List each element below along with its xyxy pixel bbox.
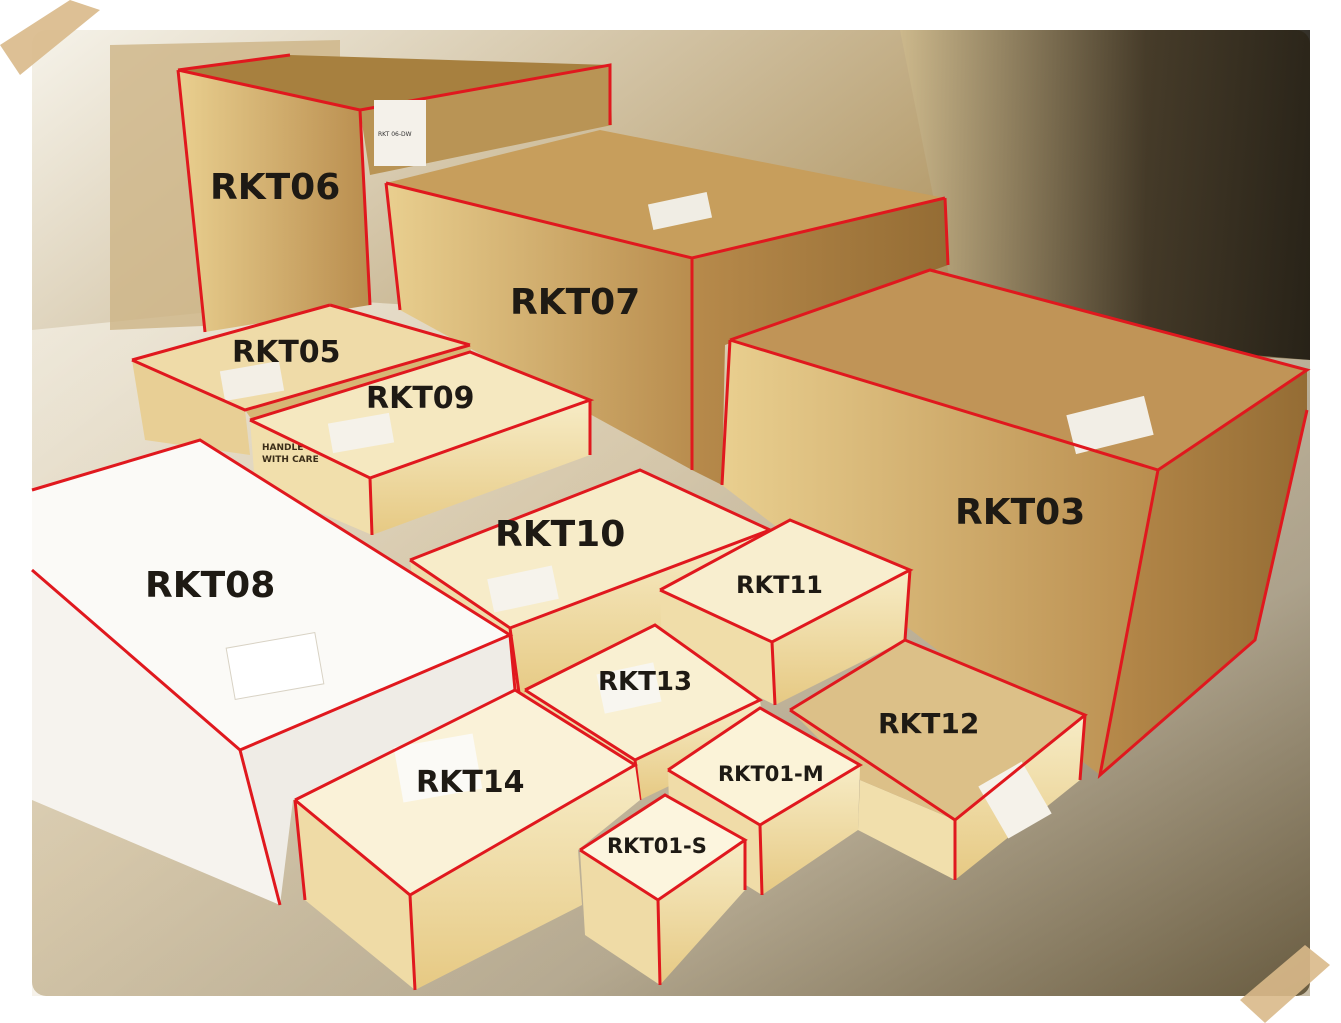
label-rkt09: RKT09 — [366, 381, 475, 416]
label-rkt10: RKT10 — [495, 514, 625, 555]
box-rkt05 — [131, 303, 475, 455]
label-rkt03: RKT03 — [955, 492, 1085, 533]
box-rkt08 — [31, 438, 517, 906]
label-rkt08: RKT08 — [145, 565, 275, 606]
label-rkt12: RKT12 — [878, 707, 979, 740]
box-rkt01s — [579, 793, 748, 986]
tape-corner-top-left — [0, 0, 100, 75]
label-rkt07: RKT07 — [510, 282, 640, 323]
sticker — [374, 100, 426, 166]
tape-corner-bottom-right — [1240, 945, 1330, 1023]
label-rkt05: RKT05 — [232, 335, 341, 370]
box-rkt14 — [293, 688, 640, 991]
label-rkt14: RKT14 — [416, 765, 525, 800]
box-rkt12 — [789, 638, 1088, 880]
box-rkt03 — [720, 268, 1311, 779]
label-rkt13: RKT13 — [598, 667, 692, 697]
label-rkt06: RKT06 — [210, 167, 340, 208]
label-rkt01s: RKT01-S — [607, 834, 707, 858]
box-print-handle: HANDLE — [262, 443, 303, 453]
box-rkt07 — [384, 130, 950, 485]
box-print-with-care: WITH CARE — [262, 455, 319, 465]
box-rkt06: RKT 06-DW — [176, 53, 612, 333]
box-rkt11 — [659, 518, 914, 706]
label-rkt11: RKT11 — [736, 571, 823, 599]
box-rkt09: HANDLE WITH CARE — [249, 350, 595, 536]
label-rkt01m: RKT01-M — [718, 762, 824, 786]
sticker-text: RKT 06-DW — [378, 131, 412, 138]
